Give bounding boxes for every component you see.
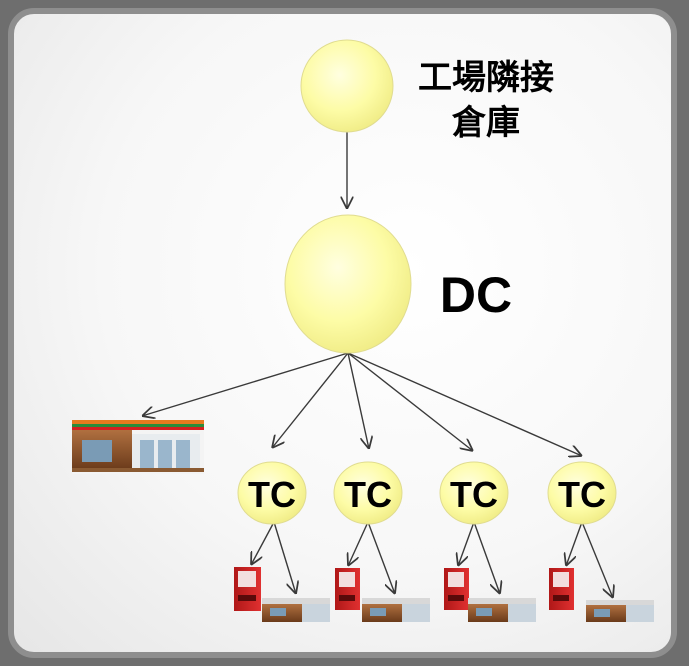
tc-node: TC bbox=[333, 461, 403, 525]
edge-dc-tc3 bbox=[347, 352, 473, 451]
tc-circle bbox=[439, 461, 509, 525]
edge-dc-tc1 bbox=[272, 352, 349, 448]
dc-node: DC bbox=[284, 214, 512, 354]
factory-warehouse-label-line2: 倉庫 bbox=[451, 103, 520, 143]
tc-circle bbox=[333, 461, 403, 525]
edge-dc-tc4 bbox=[347, 352, 582, 456]
vending-machine-icon bbox=[335, 568, 360, 610]
factory-warehouse-circle bbox=[300, 39, 394, 133]
factory-warehouse-node: 工場隣接 倉庫 bbox=[300, 39, 554, 143]
edge-tc3-vending bbox=[458, 521, 475, 566]
tc-label: TC bbox=[248, 474, 296, 515]
tc-node: TC bbox=[547, 461, 617, 525]
tc-node: TC bbox=[439, 461, 509, 525]
edge-tc3-shop bbox=[473, 521, 500, 594]
tc-node: TC bbox=[237, 461, 307, 525]
dc-label: DC bbox=[440, 267, 512, 323]
tc-label: TC bbox=[558, 474, 606, 515]
dc-circle bbox=[284, 214, 412, 354]
edges bbox=[142, 120, 613, 598]
convenience-store-icon bbox=[72, 420, 204, 474]
edge-tc1-shop bbox=[273, 521, 296, 594]
vending-machine-icon bbox=[234, 567, 261, 611]
tc-label: TC bbox=[344, 474, 392, 515]
tc-circle bbox=[547, 461, 617, 525]
vending-machine-icon bbox=[549, 568, 574, 610]
factory-warehouse-label-line1: 工場隣接 bbox=[418, 58, 554, 98]
tc-circle bbox=[237, 461, 307, 525]
edge-tc2-vending bbox=[348, 521, 369, 566]
small-shop-icon bbox=[262, 598, 330, 622]
small-shop-icon bbox=[468, 598, 536, 622]
edge-dc-store bbox=[142, 352, 349, 416]
edge-tc1-vending bbox=[251, 521, 275, 565]
edge-tc4-shop bbox=[581, 521, 613, 598]
tc-label: TC bbox=[450, 474, 498, 515]
small-shop-icon bbox=[586, 600, 654, 622]
edge-tc2-shop bbox=[367, 521, 395, 594]
vending-machine-icon bbox=[444, 568, 469, 610]
small-shop-icon bbox=[362, 598, 430, 622]
edge-dc-tc2 bbox=[347, 352, 369, 449]
edge-tc4-vending bbox=[566, 521, 583, 566]
